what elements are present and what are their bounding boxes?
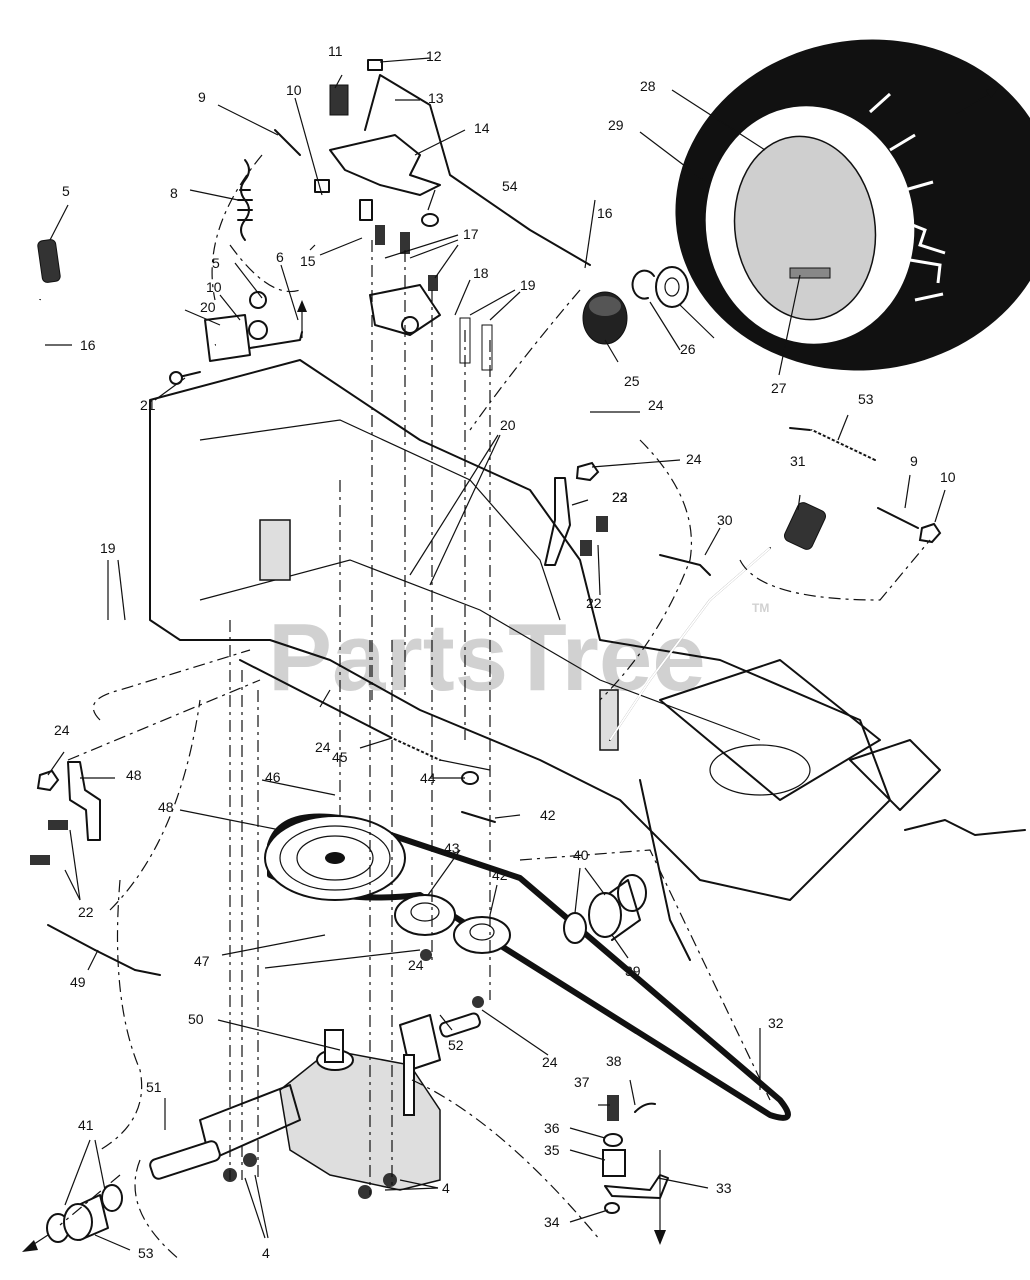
center-bracket <box>369 225 493 371</box>
upper-bracket <box>314 59 591 266</box>
callout: 38 <box>606 1053 622 1069</box>
callout: 12 <box>426 48 442 64</box>
callout: 22 <box>612 489 628 505</box>
watermark-text: PartsTree <box>268 604 706 711</box>
callout: 24 <box>542 1054 558 1070</box>
callout: 23 <box>612 489 628 505</box>
callout: 50 <box>188 1011 204 1027</box>
leader-lines <box>45 57 946 1251</box>
axle-spacer-54 <box>46 1184 123 1243</box>
callout: 48 <box>126 767 142 783</box>
callout: 24 <box>408 957 424 973</box>
callout: 35 <box>544 1142 560 1158</box>
callout: 52 <box>448 1037 464 1053</box>
callout: 10 <box>940 469 956 485</box>
callout: 24 <box>686 451 702 467</box>
callout: 28 <box>640 78 656 94</box>
callout: 13 <box>428 90 444 106</box>
callout: 19 <box>100 540 116 556</box>
callout: 46 <box>265 769 281 785</box>
callout: 22 <box>586 595 602 611</box>
callout: 16 <box>597 205 613 221</box>
callout: 20 <box>500 417 516 433</box>
callout: 37 <box>574 1074 590 1090</box>
callout: 15 <box>300 253 316 269</box>
callout: 39 <box>625 963 641 979</box>
callout: 53 <box>858 391 874 407</box>
right-spring <box>789 427 942 544</box>
callout: 5 <box>212 255 220 271</box>
main-pulley <box>264 815 406 901</box>
callout: 24 <box>315 739 331 755</box>
callout: 10 <box>206 279 222 295</box>
callout: 41 <box>78 1117 94 1133</box>
callout: 24 <box>648 397 664 413</box>
callout: 36 <box>544 1120 560 1136</box>
upper-spring <box>237 129 301 241</box>
callout: 48 <box>158 799 174 815</box>
callout-labels: 16 5 20 4 4 5 6 8 9 9 10 10 10 11 12 13 … <box>54 43 956 1261</box>
callout: 8 <box>170 185 178 201</box>
callout: 34 <box>544 1214 560 1230</box>
transaxle <box>149 949 484 1199</box>
watermark-tm: TM <box>752 601 769 615</box>
callout: 20 <box>200 299 216 315</box>
rear-tire-wheel <box>675 39 1030 371</box>
callout: 26 <box>680 341 696 357</box>
callout: 32 <box>768 1015 784 1031</box>
callout: 6 <box>276 249 284 265</box>
callout: 5 <box>62 183 70 199</box>
pedal-arrow-head <box>654 1230 666 1245</box>
idler-pulley-44 <box>453 916 511 954</box>
callout: 29 <box>608 117 624 133</box>
callout: 21 <box>140 397 156 413</box>
callout: 54 <box>502 178 518 194</box>
brake-pedal <box>609 502 826 741</box>
tire-arrow-head <box>986 86 1000 98</box>
alignment-lines <box>59 154 931 1261</box>
callout: 16 <box>80 337 96 353</box>
callout: 42 <box>540 807 556 823</box>
callout: 9 <box>198 89 206 105</box>
callout: 14 <box>474 120 490 136</box>
spacer-41 <box>563 874 647 944</box>
callout: 45 <box>332 749 348 765</box>
lower-bracket-35 <box>602 1095 669 1214</box>
callout: 25 <box>624 373 640 389</box>
callout: 30 <box>717 512 733 528</box>
axle-hardware <box>582 266 689 345</box>
callout: 11 <box>328 43 343 59</box>
left-bracket-50 <box>30 761 161 976</box>
callout: 10 <box>286 82 302 98</box>
callout: 47 <box>194 953 210 969</box>
callout: 18 <box>473 265 489 281</box>
bracket-23 <box>544 461 608 566</box>
tractor-frame <box>149 359 1026 961</box>
callout: 19 <box>520 277 536 293</box>
callout: 51 <box>146 1079 162 1095</box>
callout: 9 <box>910 453 918 469</box>
tire-direction-arrow <box>954 89 996 116</box>
callout: 31 <box>790 453 806 469</box>
shift-lever <box>28 239 303 410</box>
callout: 42 <box>492 867 508 883</box>
callout: 44 <box>420 770 436 786</box>
callout: 27 <box>771 380 787 396</box>
callout: 53 <box>138 1245 154 1261</box>
callout: 24 <box>54 722 70 738</box>
callout: 4 <box>262 1245 270 1261</box>
callout: 40 <box>573 847 589 863</box>
idler-pulley-45 <box>394 894 456 936</box>
callout: 17 <box>463 226 479 242</box>
callout: 49 <box>70 974 86 990</box>
shift-arrow-head <box>297 300 307 312</box>
callout: 33 <box>716 1180 732 1196</box>
callout: 22 <box>78 904 94 920</box>
callout: 4 <box>442 1180 450 1196</box>
left-arrow-head <box>22 1240 38 1252</box>
callout: 43 <box>444 840 460 856</box>
